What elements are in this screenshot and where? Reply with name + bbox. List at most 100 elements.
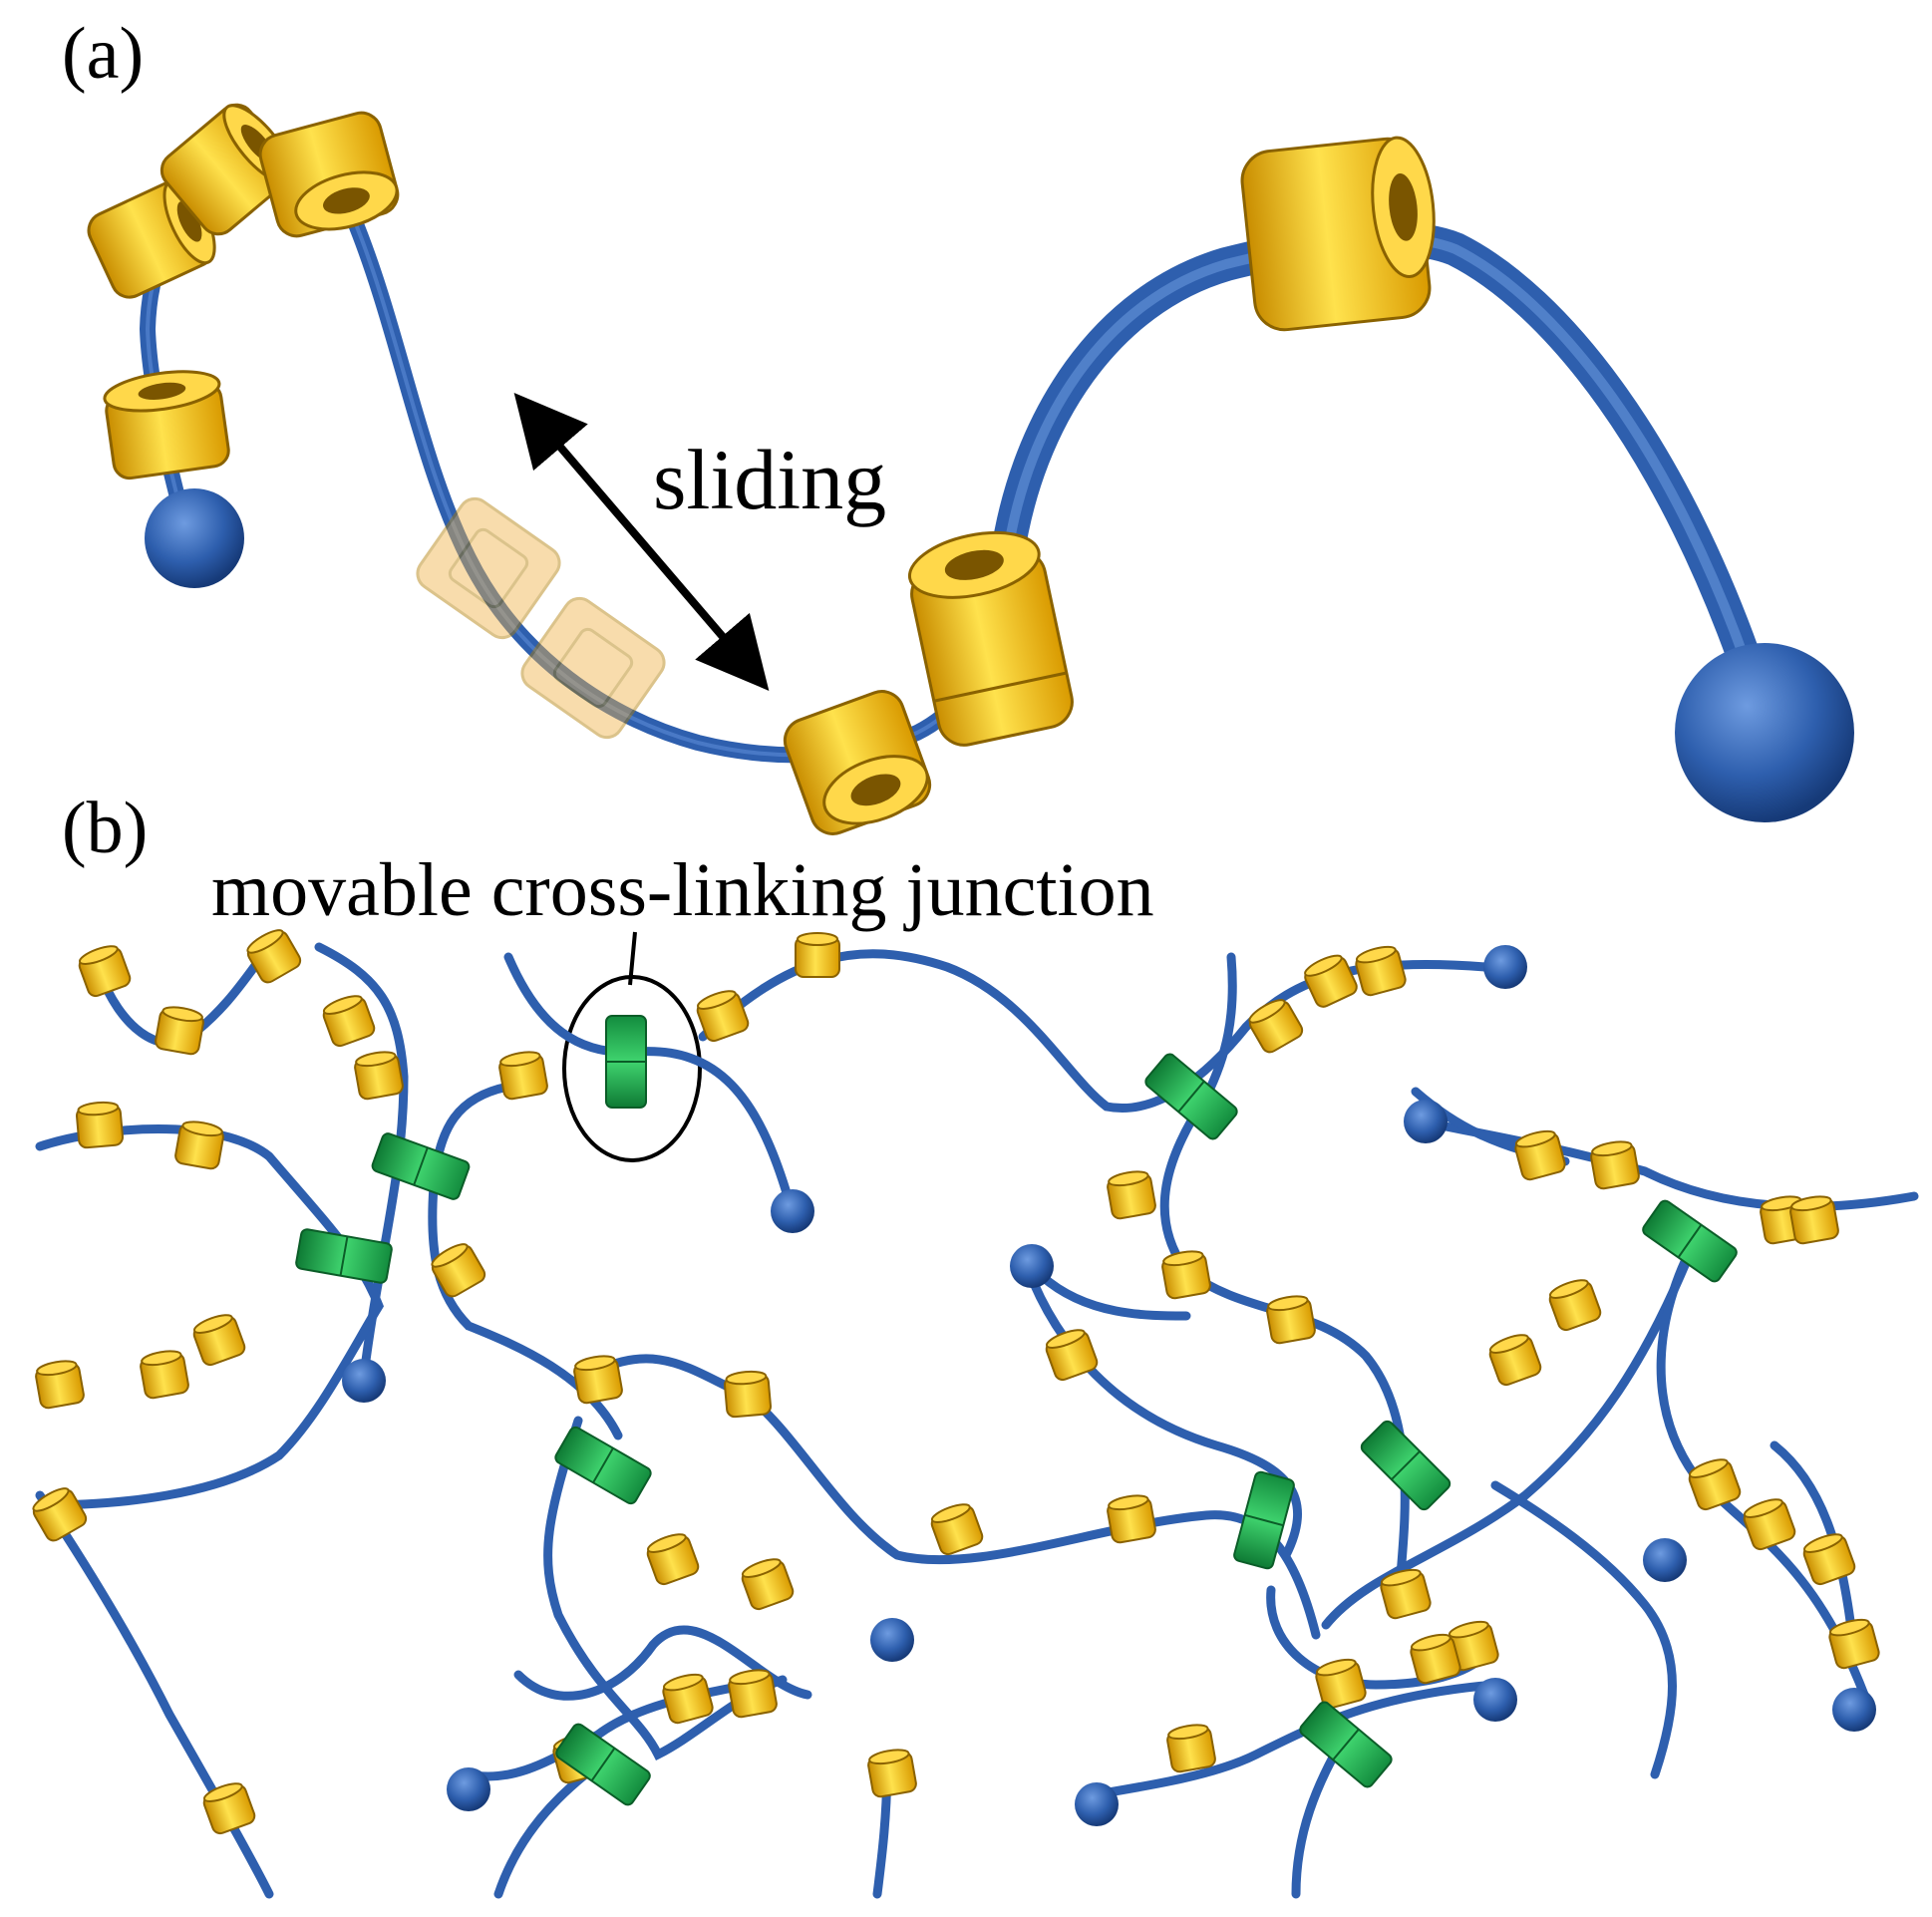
net-chain bbox=[1092, 1680, 1500, 1799]
crosslink-junction bbox=[605, 1015, 647, 1109]
ghost-ring-a-1 bbox=[416, 496, 561, 640]
ring bbox=[192, 1314, 246, 1367]
ring bbox=[1304, 954, 1358, 1008]
ring-a-3 bbox=[160, 103, 295, 236]
ring bbox=[431, 1243, 486, 1298]
ring bbox=[1548, 1279, 1602, 1332]
crosslink-junction bbox=[295, 1228, 393, 1284]
ring bbox=[1514, 1129, 1566, 1181]
ring-a-7 bbox=[1240, 136, 1436, 332]
ring bbox=[724, 1370, 772, 1419]
crosslink-junction bbox=[1299, 1701, 1393, 1788]
panel-b-label: (b) bbox=[62, 788, 148, 869]
ring bbox=[1380, 1568, 1432, 1620]
end-bead bbox=[1643, 1538, 1687, 1582]
ring bbox=[1248, 999, 1304, 1054]
net-chain bbox=[35, 1124, 385, 1510]
ring bbox=[1789, 1195, 1839, 1245]
ring bbox=[174, 1120, 224, 1170]
ring bbox=[1743, 1498, 1796, 1551]
end-bead bbox=[1832, 1688, 1876, 1732]
ring-a-2 bbox=[87, 178, 216, 299]
crosslink-junction bbox=[371, 1132, 471, 1200]
ring bbox=[867, 1749, 917, 1798]
crosslink-junction bbox=[555, 1723, 651, 1806]
panel-a: (a) bbox=[62, 13, 1854, 835]
net-chain bbox=[1321, 1236, 1700, 1630]
ring bbox=[1107, 1170, 1156, 1220]
ring bbox=[741, 1558, 795, 1611]
ring bbox=[35, 1360, 85, 1410]
net-chain bbox=[1037, 1271, 1191, 1321]
network-rings bbox=[32, 929, 1880, 1835]
ring-a-4 bbox=[258, 111, 400, 238]
crosslink-junction bbox=[1360, 1420, 1451, 1511]
net-chain bbox=[1416, 1117, 1919, 1211]
ring bbox=[795, 932, 840, 978]
net-chain bbox=[314, 942, 409, 1381]
ring bbox=[1410, 1633, 1461, 1685]
ring bbox=[32, 1487, 88, 1542]
crosslink-junction bbox=[1642, 1199, 1738, 1283]
ring bbox=[155, 1006, 204, 1056]
net-chain bbox=[1490, 1480, 1677, 1779]
end-bead-a-right bbox=[1675, 643, 1854, 822]
ring bbox=[662, 1673, 714, 1725]
ring bbox=[322, 995, 376, 1048]
end-bead bbox=[1404, 1100, 1448, 1143]
ring bbox=[1828, 1618, 1880, 1670]
ring bbox=[354, 1051, 404, 1101]
ring bbox=[1107, 1494, 1156, 1544]
ring bbox=[140, 1350, 189, 1400]
ring bbox=[76, 1101, 124, 1149]
end-bead bbox=[342, 1359, 386, 1403]
net-chain bbox=[1022, 1261, 1302, 1560]
ring-a-6 bbox=[907, 530, 1074, 747]
ring bbox=[1688, 1458, 1742, 1511]
ring bbox=[1488, 1334, 1542, 1387]
callout-ellipse bbox=[562, 975, 702, 1162]
end-bead bbox=[771, 1189, 814, 1233]
end-bead-a-left bbox=[145, 488, 244, 588]
ring-a-1 bbox=[103, 370, 230, 480]
ring bbox=[1266, 1295, 1316, 1345]
net-chain bbox=[583, 1354, 1321, 1640]
net-chain bbox=[543, 1416, 788, 1761]
ring bbox=[1045, 1329, 1099, 1382]
end-bead bbox=[447, 1767, 490, 1811]
sliding-label: sliding bbox=[653, 432, 886, 527]
crosslink-junction bbox=[1144, 1053, 1238, 1140]
ring bbox=[1355, 945, 1407, 997]
net-chain bbox=[1770, 1440, 1859, 1660]
ring bbox=[930, 1503, 984, 1556]
panel-b: (b) movable cross-linking junction bbox=[32, 788, 1919, 1899]
ring bbox=[573, 1355, 623, 1405]
ring-a-5 bbox=[783, 690, 932, 835]
net-chain bbox=[35, 1490, 274, 1899]
ring bbox=[78, 945, 132, 998]
network-chains bbox=[35, 942, 1919, 1899]
ring bbox=[728, 1669, 778, 1719]
net-chain bbox=[503, 952, 793, 1201]
end-bead bbox=[1473, 1678, 1517, 1722]
network-crosslinks bbox=[295, 1015, 1738, 1806]
end-bead bbox=[870, 1618, 914, 1662]
panel-a-label: (a) bbox=[62, 13, 144, 95]
crosslink-junction bbox=[554, 1426, 652, 1505]
ring bbox=[1448, 1620, 1499, 1672]
ring bbox=[1161, 1250, 1211, 1300]
end-bead bbox=[1010, 1244, 1054, 1288]
ring bbox=[1166, 1724, 1216, 1773]
end-bead bbox=[1483, 945, 1527, 989]
sliding-arrow bbox=[513, 393, 770, 691]
callout-label: movable cross-linking junction bbox=[211, 848, 1154, 932]
crosslink-junction bbox=[1233, 1470, 1295, 1570]
ring bbox=[498, 1051, 548, 1101]
ring bbox=[1590, 1140, 1640, 1190]
ring bbox=[696, 990, 750, 1043]
ring bbox=[1802, 1533, 1856, 1586]
network-end-beads bbox=[342, 945, 1876, 1826]
ring bbox=[1315, 1658, 1367, 1710]
